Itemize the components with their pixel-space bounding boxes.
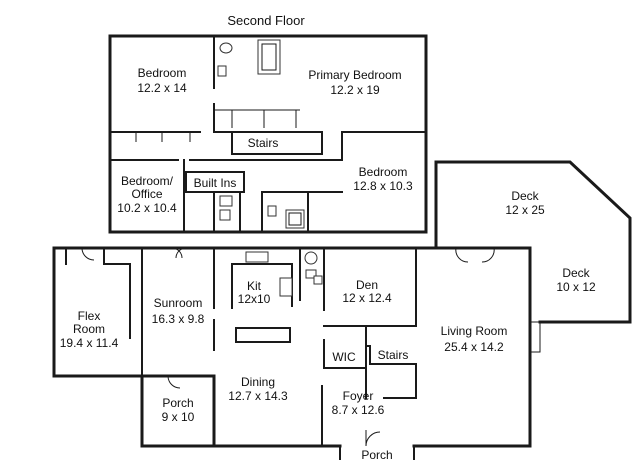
- kitchen-size: 12x10: [238, 292, 271, 306]
- stairs-label-lower: Stairs: [378, 348, 409, 362]
- sink-icon: [313, 275, 323, 285]
- deck-outline: [434, 160, 632, 324]
- living-room-name: Living Room: [441, 324, 508, 338]
- door-swing: [481, 247, 495, 263]
- sunroom-size: 16.3 x 9.8: [152, 312, 205, 326]
- bedroom-office-name-1: Bedroom/: [121, 174, 174, 188]
- deck-right-name: Deck: [562, 266, 590, 280]
- flex-room-name-1: Flex: [78, 309, 101, 323]
- den-name: Den: [356, 278, 378, 292]
- bedroom-office-size: 10.2 x 10.4: [117, 201, 177, 215]
- bedroom-left-name: Bedroom: [138, 66, 187, 80]
- toilet-icon: [219, 42, 233, 54]
- door-swing: [175, 247, 187, 259]
- porch-left-outline: [140, 374, 216, 448]
- foyer-name: Foyer: [343, 389, 374, 403]
- porch-left-name: Porch: [162, 396, 193, 410]
- door-swing: [455, 247, 469, 263]
- bathtub-inner-icon: [261, 43, 277, 71]
- wall: [103, 247, 131, 339]
- bathtub-icon: [257, 39, 281, 75]
- kitchen-name: Kit: [247, 279, 262, 293]
- door-swing: [81, 247, 95, 261]
- foyer-size: 8.7 x 12.6: [332, 403, 385, 417]
- den-size: 12 x 12.4: [342, 291, 392, 305]
- dining-size: 12.7 x 14.3: [228, 389, 288, 403]
- stairs-box-upper: [231, 131, 323, 155]
- sink-icon: [267, 205, 277, 217]
- toilet-icon: [219, 195, 233, 207]
- deck-right-size: 10 x 12: [556, 280, 596, 294]
- primary-bedroom-size: 12.2 x 19: [330, 83, 380, 97]
- floor-title: Second Floor: [227, 13, 305, 28]
- second-floor-outline: [108, 34, 428, 234]
- flex-room-name-2: Room: [73, 322, 105, 336]
- shower-icon: [285, 209, 305, 229]
- primary-bedroom-name: Primary Bedroom: [308, 68, 401, 82]
- bedroom-right-size: 12.8 x 10.3: [353, 179, 413, 193]
- living-room-size: 25.4 x 14.2: [444, 340, 504, 354]
- stove-icon: [279, 277, 293, 297]
- first-floor-outline: [52, 246, 532, 448]
- sink-icon: [305, 269, 317, 279]
- dining-name: Dining: [241, 375, 275, 389]
- sunroom-name: Sunroom: [154, 296, 203, 310]
- shower-inner-icon: [288, 212, 302, 226]
- door-swing: [167, 375, 181, 389]
- sink-icon: [219, 209, 231, 221]
- porch-bottom-name: Porch: [361, 448, 392, 460]
- wic-label: WIC: [332, 350, 356, 364]
- stairs-label-upper: Stairs: [248, 136, 279, 150]
- porch-left-size: 9 x 10: [162, 410, 195, 424]
- deck-top-name: Deck: [511, 189, 539, 203]
- built-ins-label: Built Ins: [194, 176, 237, 190]
- kitchen-island: [235, 327, 291, 343]
- stairs-outline-lower: [365, 345, 417, 399]
- bedroom-left-size: 12.2 x 14: [137, 81, 187, 95]
- deck-top-size: 12 x 25: [505, 203, 545, 217]
- door-swing: [365, 431, 381, 447]
- sink-icon: [217, 65, 227, 77]
- flex-room-size: 19.4 x 11.4: [60, 336, 119, 350]
- kitchen-sink-icon: [245, 251, 269, 263]
- bedroom-right-name: Bedroom: [359, 165, 408, 179]
- bedroom-office-name-2: Office: [131, 187, 162, 201]
- toilet-icon: [304, 251, 318, 265]
- first-floor-outline: [52, 246, 144, 378]
